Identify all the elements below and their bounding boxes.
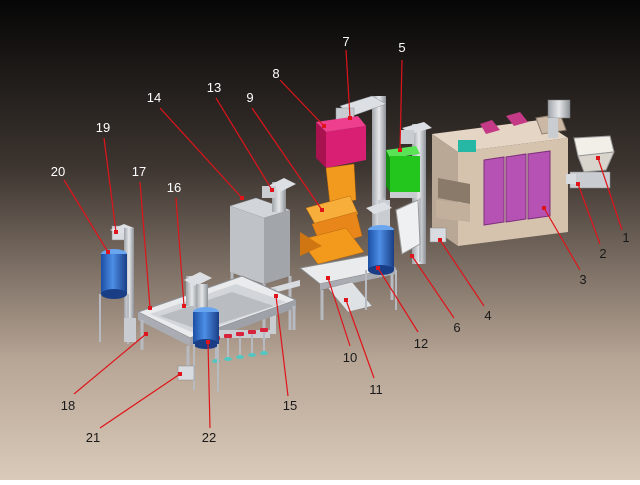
leader-19: [103, 137, 117, 233]
marker-13: [270, 188, 274, 192]
leader-20: [63, 179, 109, 253]
leader-7: [345, 49, 351, 119]
leader-6: [411, 255, 455, 319]
marker-9: [320, 208, 324, 212]
marker-15: [274, 294, 278, 298]
marker-12: [376, 266, 380, 270]
leader-22: [207, 341, 211, 429]
marker-8: [322, 124, 326, 128]
leader-15: [275, 295, 289, 397]
callout-22: 22: [202, 430, 216, 445]
marker-3: [542, 206, 546, 210]
callout-13: 13: [207, 80, 221, 95]
leader-markers: [106, 116, 600, 376]
marker-22: [206, 340, 210, 344]
callout-18: 18: [61, 398, 75, 413]
callout-4: 4: [484, 308, 491, 323]
leader-2: [577, 183, 601, 245]
marker-17: [148, 306, 152, 310]
oven-machine: [432, 112, 568, 246]
leader-8: [279, 79, 325, 127]
marker-19: [114, 230, 118, 234]
callout-14: 14: [147, 90, 161, 105]
leader-5: [399, 59, 403, 151]
callout-1: 1: [622, 230, 629, 245]
marker-4: [438, 238, 442, 242]
callout-6: 6: [453, 320, 460, 335]
cyclone-22: [177, 284, 219, 392]
callout-12: 12: [414, 336, 428, 351]
marker-6: [410, 254, 414, 258]
marker-20: [106, 250, 110, 254]
callout-labels: 1 2 3 4 5 6 7 8 9 10 11 12 13 14 15 16 1…: [51, 34, 630, 445]
marker-16: [182, 304, 186, 308]
leader-17: [139, 181, 151, 309]
leader-11: [345, 299, 375, 379]
callout-10: 10: [343, 350, 357, 365]
leader-9: [251, 107, 323, 211]
callout-8: 8: [272, 66, 279, 81]
top-duct-and-hopper: [316, 95, 387, 266]
leader-14: [159, 107, 243, 199]
central-conveyor-platform: [298, 200, 398, 320]
marker-5: [398, 148, 402, 152]
marker-2: [576, 182, 580, 186]
callout-2: 2: [599, 246, 606, 261]
marker-18: [144, 332, 148, 336]
marker-10: [326, 276, 330, 280]
leader-13: [215, 97, 273, 191]
marker-11: [344, 298, 348, 302]
callout-11: 11: [369, 382, 383, 397]
leader-16: [175, 197, 185, 307]
leader-10: [327, 277, 351, 347]
callout-9: 9: [246, 90, 253, 105]
callout-19: 19: [96, 120, 110, 135]
leader-3: [543, 207, 581, 271]
leader-1: [597, 157, 623, 231]
leader-21: [99, 373, 181, 429]
callout-17: 17: [132, 164, 146, 179]
marker-1: [596, 156, 600, 160]
callout-7: 7: [342, 34, 349, 49]
callout-3: 3: [579, 272, 586, 287]
callout-21: 21: [86, 430, 100, 445]
callout-16: 16: [167, 180, 181, 195]
orange-chute: [299, 163, 365, 265]
leader-12: [377, 267, 419, 333]
callout-5: 5: [398, 40, 405, 55]
leader-lines: [63, 49, 623, 429]
leader-4: [439, 239, 485, 307]
oven-teal-box: [458, 140, 476, 152]
callout-20: 20: [51, 164, 65, 179]
marker-21: [178, 372, 182, 376]
leader-18: [73, 333, 147, 395]
callout-15: 15: [283, 398, 297, 413]
marker-7: [348, 116, 352, 120]
marker-14: [240, 196, 244, 200]
